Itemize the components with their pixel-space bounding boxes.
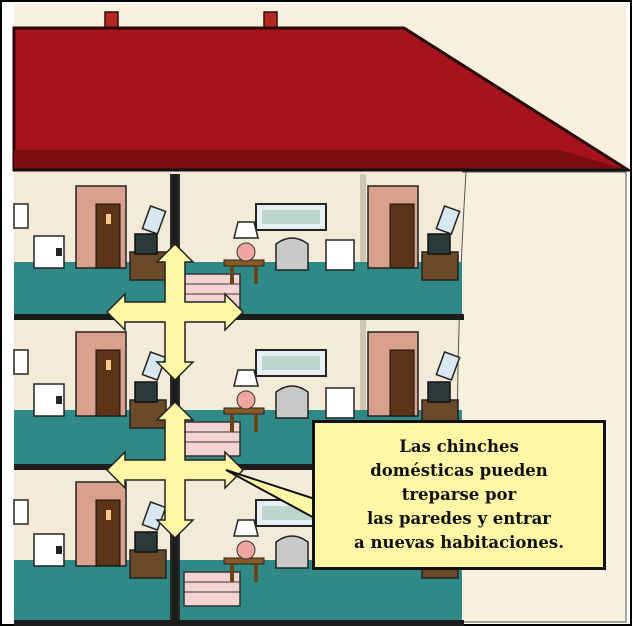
- tv-stand: [421, 251, 459, 281]
- window-left: [13, 203, 29, 229]
- caption-line-5: a nuevas habitaciones.: [354, 533, 564, 552]
- tv: [134, 531, 158, 553]
- armchair: [275, 535, 309, 569]
- caption-line-3: treparse por: [401, 485, 517, 504]
- tv-stand: [129, 251, 167, 281]
- wall-mirror: [435, 351, 461, 381]
- appliance-box: [325, 239, 355, 271]
- caption-line-1: Las chinches: [399, 437, 519, 456]
- central-wall-pipe: [172, 174, 178, 622]
- double-headed-arrow-icon: [105, 242, 245, 382]
- window-left: [13, 499, 29, 525]
- appliance-box: [325, 387, 355, 419]
- caption-line-2: domésticas pueden: [370, 461, 548, 480]
- appliance-knob: [56, 546, 62, 554]
- lamp-shade: [233, 221, 259, 239]
- lamp-shade: [233, 369, 259, 387]
- tv: [427, 233, 451, 255]
- caption-line-4: las paredes y entrar: [366, 509, 551, 528]
- wall-mirror: [141, 205, 167, 235]
- table-leg: [230, 414, 234, 432]
- door-sign: [106, 360, 111, 370]
- appliance-knob: [56, 396, 62, 404]
- closet-wall: [360, 320, 366, 410]
- appliance-knob: [56, 248, 62, 256]
- table-leg: [254, 414, 258, 432]
- floor-1: [13, 174, 464, 320]
- table-leg: [230, 564, 234, 582]
- table-leg: [254, 564, 258, 582]
- window-left: [13, 349, 29, 375]
- door-sign: [106, 214, 111, 224]
- bed: [183, 571, 241, 607]
- movement-arrow-upper: [105, 242, 245, 382]
- armchair: [275, 385, 309, 419]
- tv: [134, 233, 158, 255]
- picture-scene: [262, 210, 320, 224]
- lamp-base: [236, 540, 256, 560]
- double-headed-arrow-icon: [105, 400, 245, 540]
- wall-mirror: [435, 205, 461, 235]
- lamp-base: [236, 242, 256, 262]
- movement-arrow-lower: [105, 400, 245, 540]
- door: [389, 349, 415, 417]
- tv-stand: [129, 399, 167, 429]
- caption-box: Las chinches domésticas pueden treparse …: [312, 420, 606, 570]
- picture-scene: [262, 356, 320, 370]
- closet-wall: [360, 174, 366, 262]
- lamp-base: [236, 390, 256, 410]
- floor-2: [13, 320, 464, 470]
- door: [95, 203, 121, 269]
- door-sign: [106, 510, 111, 520]
- appliance-box: [33, 533, 65, 567]
- roof-eave-shadow: [14, 150, 628, 170]
- door: [95, 349, 121, 417]
- tv: [134, 381, 158, 403]
- floor-beam: [14, 620, 464, 626]
- armchair: [275, 237, 309, 271]
- wall-mirror: [141, 351, 167, 381]
- table-leg: [254, 266, 258, 284]
- door: [95, 499, 121, 567]
- lamp-shade: [233, 519, 259, 537]
- table-leg: [230, 266, 234, 284]
- tv-stand: [129, 549, 167, 579]
- tv: [427, 381, 451, 403]
- door: [389, 203, 415, 269]
